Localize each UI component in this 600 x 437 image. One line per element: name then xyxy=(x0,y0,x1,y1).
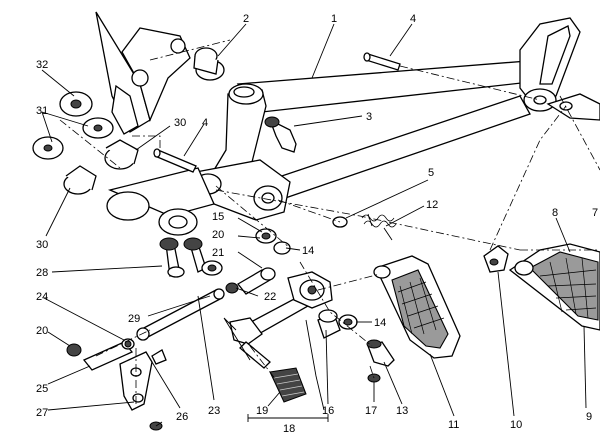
washer-part-20-21 xyxy=(255,228,291,255)
footrest-bracket xyxy=(106,17,600,236)
bushing-part-16 xyxy=(317,309,358,339)
callout-11: 11 xyxy=(448,419,459,431)
callout-19: 19 xyxy=(256,405,268,417)
callout-30-top: 30 xyxy=(174,117,186,129)
spring-part-12 xyxy=(361,213,397,241)
callout-4-top: 4 xyxy=(410,13,416,25)
callout-20-a: 20 xyxy=(212,229,224,241)
pin-part-4-top xyxy=(363,52,401,71)
callout-22: 22 xyxy=(264,291,276,303)
callout-26: 26 xyxy=(176,411,188,423)
callout-16: 16 xyxy=(322,405,334,417)
callout-32: 32 xyxy=(36,59,48,71)
callout-13: 13 xyxy=(396,405,408,417)
callout-27: 27 xyxy=(36,407,48,419)
callout-numbers: 1 2 3 4 4 5 7 8 9 10 11 12 13 14 14 15 1… xyxy=(36,13,598,435)
washer-part-10 xyxy=(483,245,509,273)
leader-lines xyxy=(41,23,587,427)
callout-4-left: 4 xyxy=(202,117,208,129)
callout-3: 3 xyxy=(366,111,372,123)
callout-9: 9 xyxy=(586,411,592,423)
callout-20-b: 20 xyxy=(36,325,48,337)
footpeg-part-11 xyxy=(373,255,461,359)
callout-5: 5 xyxy=(428,167,434,179)
callout-12: 12 xyxy=(426,199,438,211)
callout-14-upper: 14 xyxy=(302,245,314,257)
bolt-part-3 xyxy=(264,116,297,153)
callout-14-lower: 14 xyxy=(374,317,386,329)
washer-stack-left xyxy=(32,91,114,160)
assembly-axes xyxy=(59,39,600,404)
rubber-part-19 xyxy=(269,367,307,403)
callout-17: 17 xyxy=(365,405,377,417)
callout-10: 10 xyxy=(510,419,522,431)
lower-linkage xyxy=(66,338,167,431)
bushing-part-2 xyxy=(193,47,225,81)
callout-24: 24 xyxy=(36,291,48,303)
bolt-part-13 xyxy=(366,339,395,367)
callout-29: 29 xyxy=(128,313,140,325)
gear-lever-part-18 xyxy=(229,271,333,369)
callout-8: 8 xyxy=(552,207,558,219)
callout-31: 31 xyxy=(36,105,48,117)
callout-1: 1 xyxy=(331,13,337,25)
callout-21: 21 xyxy=(212,247,224,259)
callout-30-left: 30 xyxy=(36,239,48,251)
callout-15: 15 xyxy=(212,211,224,223)
callout-28: 28 xyxy=(36,267,48,279)
callout-2: 2 xyxy=(243,13,249,25)
shift-rod-part-29 xyxy=(136,288,225,341)
bolt-part-28 xyxy=(159,237,223,278)
footpeg-part-9 xyxy=(508,243,600,331)
callout-18: 18 xyxy=(283,423,295,435)
callout-7: 7 xyxy=(592,207,598,219)
callout-25: 25 xyxy=(36,383,48,395)
bushing-part-30 xyxy=(63,139,139,195)
pin-part-4-left xyxy=(153,148,197,173)
callout-23: 23 xyxy=(208,405,220,417)
frame-bracket xyxy=(95,11,191,135)
